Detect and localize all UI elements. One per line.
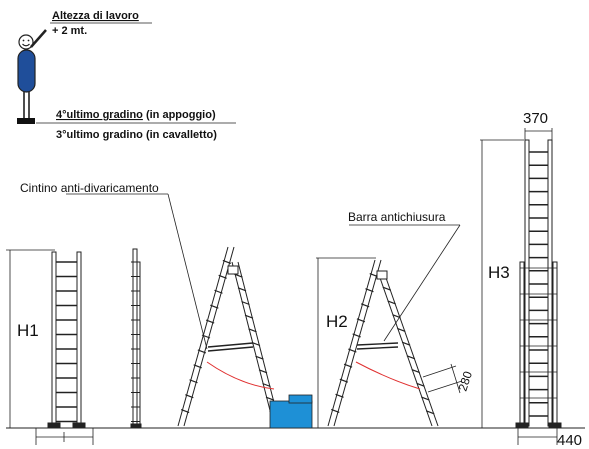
ladder-front-view	[47, 251, 86, 429]
h3-label: H3	[488, 263, 510, 282]
step-stand-note: 3°ultimo gradino (in cavalletto)	[56, 129, 217, 141]
h1-dimension	[6, 249, 55, 428]
ladder-rung	[255, 355, 264, 360]
ladder-rung	[180, 409, 190, 414]
step-lean-note: 4°ultimo gradino (in appoggio)	[56, 109, 216, 121]
ladder-rung	[218, 274, 227, 279]
ladder-rung	[392, 314, 401, 319]
bar-strap-line	[355, 361, 421, 390]
person-figure-icon	[17, 29, 47, 124]
ladder-rung	[193, 364, 202, 369]
step-dimension-label: 280	[456, 369, 476, 393]
h2-label: H2	[326, 312, 348, 331]
ladder-rung	[237, 287, 247, 292]
ladder-rung	[411, 369, 420, 374]
ladder-rung	[248, 328, 257, 333]
ladder-rung	[387, 300, 396, 305]
ladder-rung	[356, 318, 366, 323]
ladder-rung	[251, 341, 261, 347]
ladder-rung	[369, 273, 378, 278]
bar-label: Barra antichiusura	[348, 210, 446, 224]
ladder-rung	[335, 393, 344, 398]
h2-dimension	[316, 257, 376, 428]
ladder-rung	[205, 319, 215, 324]
a-frame-ladder-bar	[327, 259, 439, 427]
ladder-rung	[197, 349, 207, 354]
ladder-rung	[331, 408, 340, 413]
ladder-rung	[397, 327, 406, 332]
ladder-rung	[348, 348, 357, 353]
base-depth-label: 440	[557, 432, 582, 449]
ladder-rung	[425, 410, 435, 415]
extension-ladder	[515, 139, 562, 429]
ladder-rung	[401, 341, 411, 346]
ladder-rung	[382, 286, 392, 291]
base-depth-dimension	[517, 428, 558, 445]
ladder-rung	[265, 396, 275, 401]
step-lean-label: 4°ultimo gradino	[56, 109, 143, 121]
step-lean-mode: (in appoggio)	[143, 109, 216, 121]
step-dimension	[422, 363, 463, 394]
top-width-label: 370	[523, 110, 548, 127]
strap-leader	[167, 193, 208, 350]
strap-label: Cintino anti-divaricamento	[20, 181, 159, 195]
blue-base-block	[269, 400, 313, 429]
ladder-rung	[352, 333, 361, 338]
ladder-rung	[262, 382, 271, 388]
h1-label: H1	[17, 321, 39, 340]
h3-dimension	[480, 139, 524, 428]
ladder-rung	[343, 363, 353, 368]
ladder-rung	[244, 314, 254, 319]
ladder-rung	[365, 288, 374, 293]
ladder-side-view	[130, 248, 142, 429]
strap-line	[206, 361, 275, 390]
ladder-rung	[360, 303, 370, 308]
ladder-rung	[421, 396, 430, 401]
ladder-rung	[222, 259, 232, 264]
bar-leader	[383, 224, 461, 342]
ladder-rung	[185, 394, 194, 399]
ladder-rung	[258, 369, 268, 374]
ladder-rung	[339, 378, 349, 383]
working-height-title: Altezza di lavoro	[52, 10, 139, 22]
ladder-rung	[214, 289, 223, 294]
ladder-rung	[406, 355, 416, 360]
ladder-rung	[189, 379, 198, 384]
ladder-rung	[241, 300, 250, 306]
a-frame-ladder-strap	[177, 246, 281, 427]
ladder-rung	[416, 382, 425, 387]
ladder-rung	[234, 273, 243, 278]
ladder-rung	[210, 304, 219, 309]
top-width-dimension	[524, 128, 553, 142]
base-width-dimension	[35, 428, 94, 445]
working-height-value: + 2 mt.	[52, 25, 87, 37]
